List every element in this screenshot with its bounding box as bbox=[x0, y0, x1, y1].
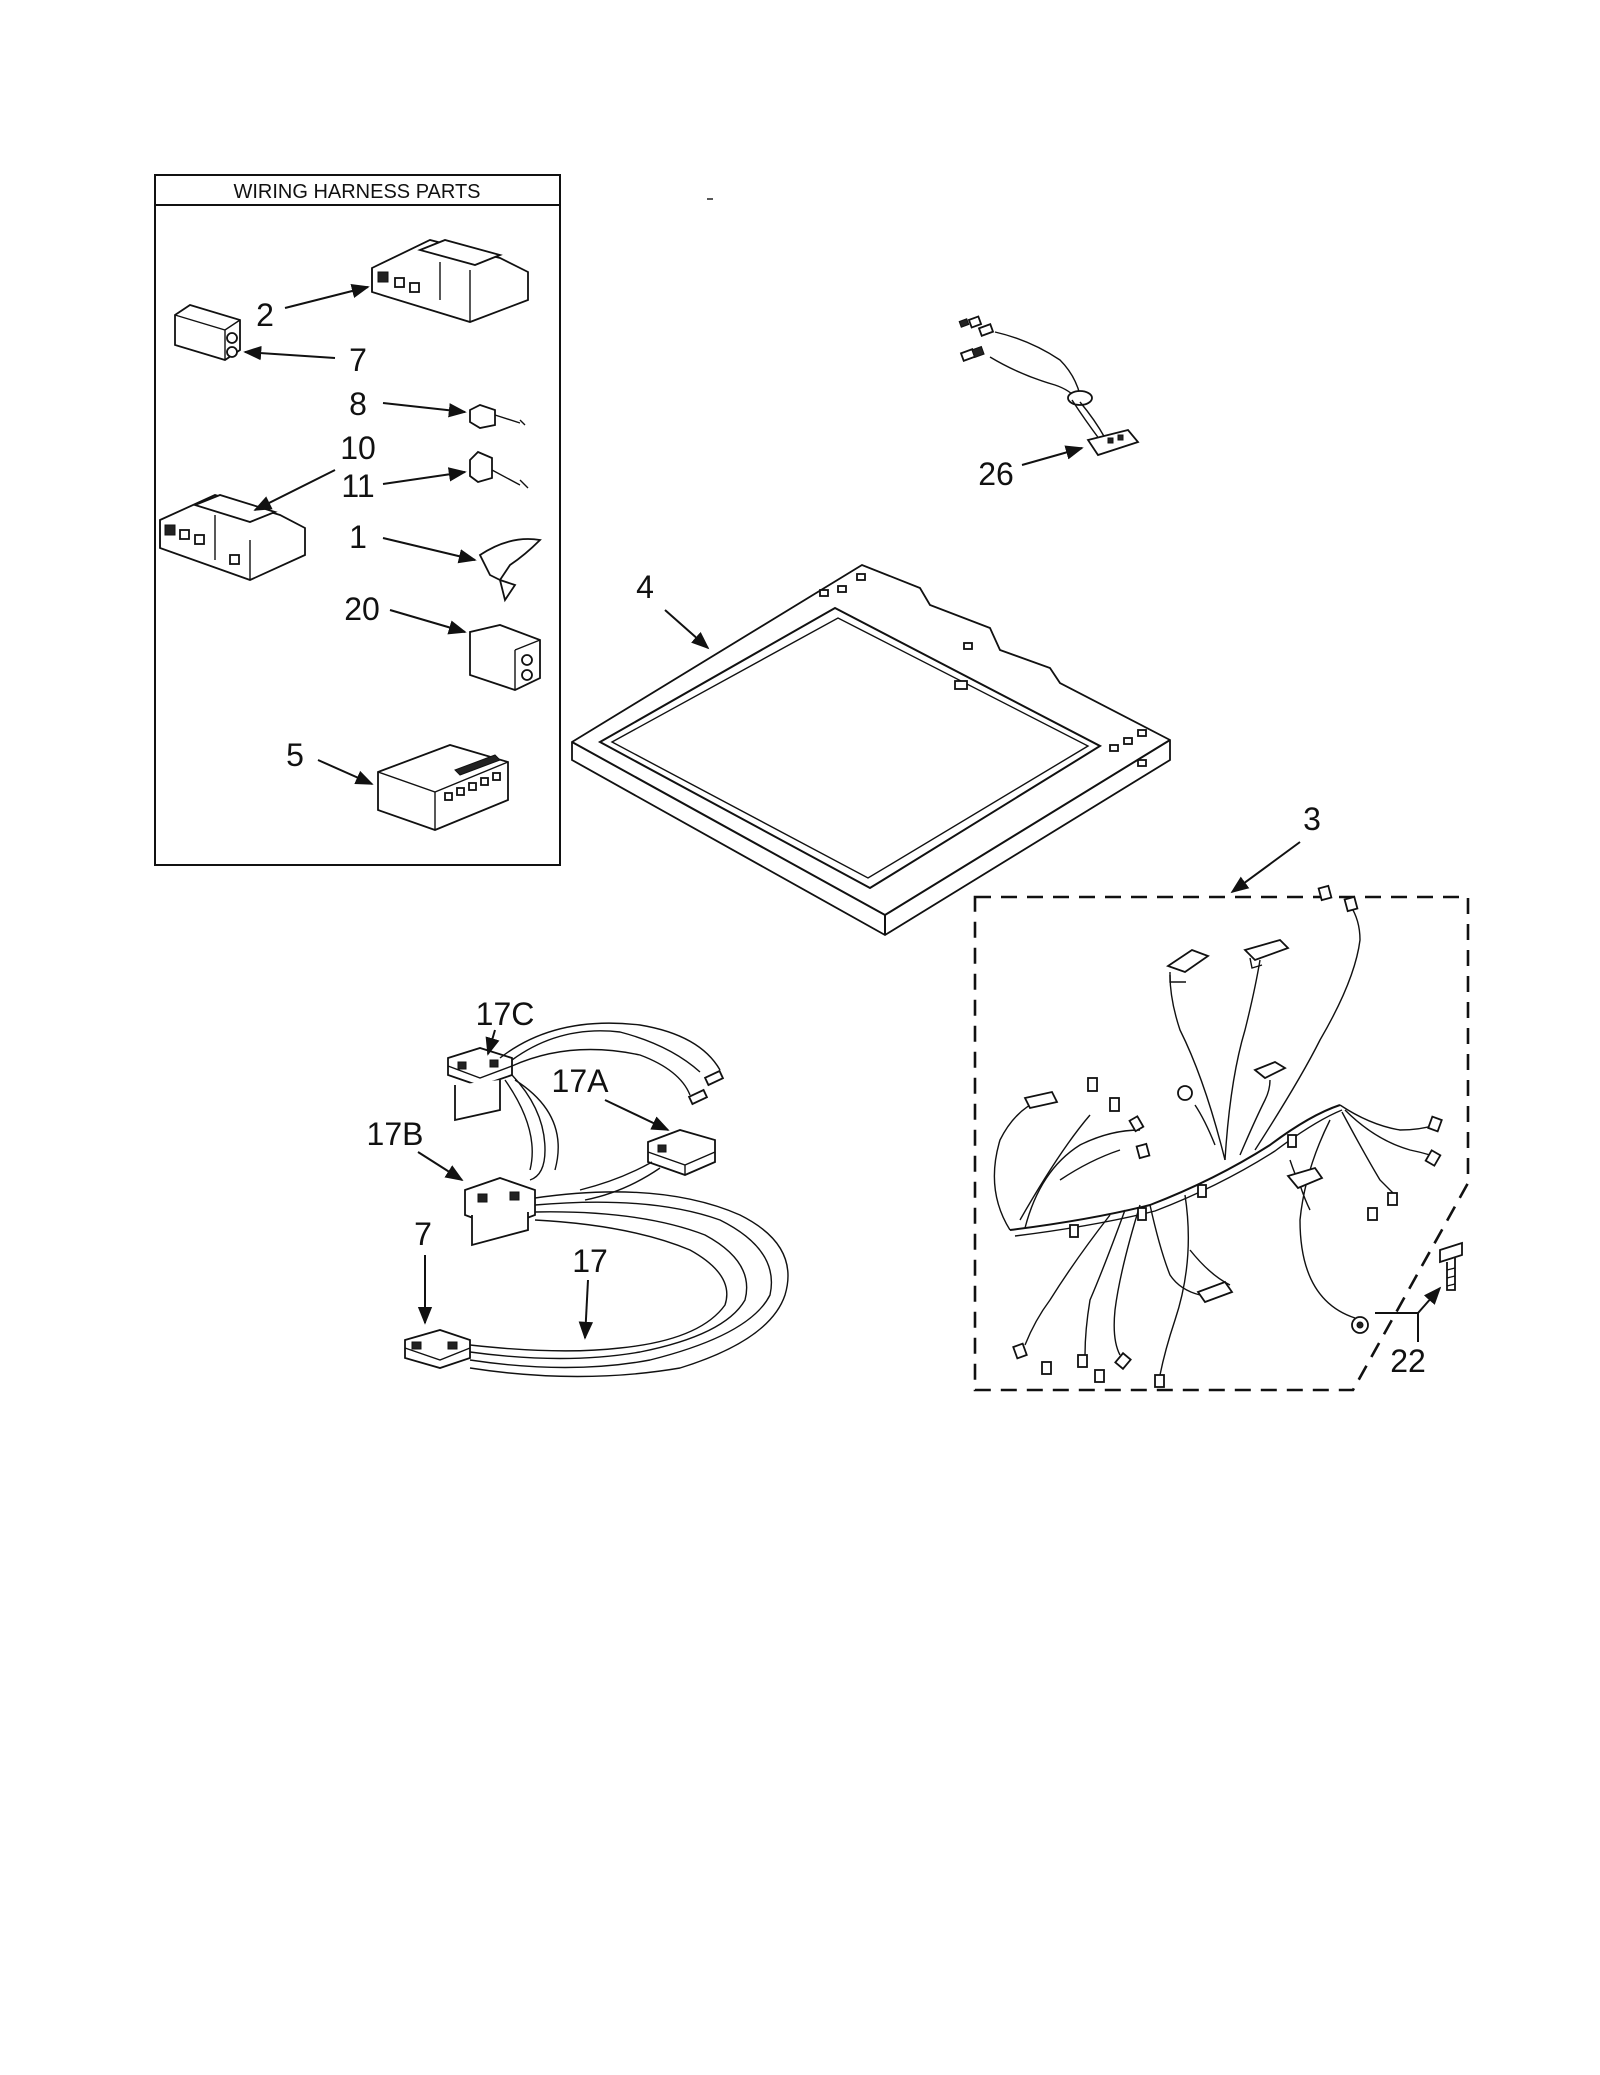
part-2-connector bbox=[371, 239, 529, 323]
parts-box-border bbox=[154, 174, 561, 866]
part-22-ground-screw bbox=[1439, 1241, 1463, 1291]
leader-22-bracket bbox=[1375, 1312, 1419, 1342]
part-20-plug bbox=[469, 624, 541, 691]
part-4-top-panel bbox=[571, 563, 1171, 937]
label-17: 17 bbox=[572, 1243, 608, 1279]
part-7-housing bbox=[174, 304, 241, 361]
wiring-harness-parts-box: WIRING HARNESS PARTS 2 7 8 bbox=[154, 174, 561, 866]
label-20: 20 bbox=[344, 591, 380, 627]
parts-box-title: WIRING HARNESS PARTS bbox=[233, 181, 480, 203]
leader-17b bbox=[417, 1151, 464, 1181]
leader-20 bbox=[389, 609, 467, 635]
leader-11 bbox=[382, 467, 467, 485]
label-1: 1 bbox=[349, 519, 367, 555]
part-11-terminal bbox=[469, 450, 529, 489]
label-7-lower: 7 bbox=[414, 1216, 432, 1252]
leader-17c bbox=[485, 1029, 500, 1056]
leader-7-box bbox=[243, 345, 336, 361]
harness-group-boundary bbox=[973, 895, 1470, 1392]
part-26-small-harness bbox=[958, 315, 1140, 457]
leader-2 bbox=[284, 283, 370, 309]
part-8-terminal bbox=[469, 404, 526, 429]
label-3: 3 bbox=[1303, 801, 1321, 837]
label-8: 8 bbox=[349, 386, 367, 422]
part-5-terminal-block bbox=[377, 744, 509, 831]
leader-17 bbox=[578, 1279, 594, 1340]
part-10-connector bbox=[159, 494, 306, 581]
leader-26 bbox=[1021, 445, 1084, 466]
part-17-harness bbox=[404, 1022, 789, 1378]
leader-4 bbox=[664, 609, 710, 650]
label-7-box: 7 bbox=[349, 342, 367, 378]
label-10: 10 bbox=[340, 430, 376, 466]
label-4: 4 bbox=[636, 569, 654, 605]
label-26: 26 bbox=[978, 456, 1014, 492]
leader-8 bbox=[382, 402, 467, 418]
part-1-clip bbox=[478, 538, 542, 603]
label-17c: 17C bbox=[476, 996, 535, 1032]
leader-3 bbox=[1230, 841, 1301, 894]
leader-5 bbox=[317, 759, 374, 785]
leader-10 bbox=[253, 469, 336, 511]
label-2: 2 bbox=[256, 297, 274, 333]
label-22: 22 bbox=[1390, 1343, 1426, 1379]
label-17b: 17B bbox=[367, 1116, 424, 1152]
leader-22 bbox=[1417, 1286, 1442, 1314]
leader-1 bbox=[382, 537, 477, 564]
part-3-main-harness bbox=[993, 884, 1443, 1388]
leader-17a bbox=[604, 1099, 670, 1131]
label-11: 11 bbox=[341, 468, 374, 504]
label-5: 5 bbox=[286, 737, 304, 773]
label-17a: 17A bbox=[552, 1063, 610, 1099]
